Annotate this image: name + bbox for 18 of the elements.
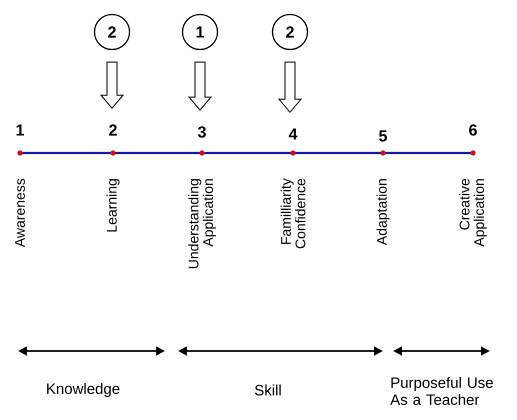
range-label: Knowledge: [47, 383, 120, 397]
scale-number: 1: [16, 124, 24, 136]
stage-label: Learning: [106, 179, 120, 232]
range-label: Purposeful Use As a Teacher: [390, 376, 493, 405]
scale-number: 3: [198, 126, 206, 138]
scale-number: 6: [469, 124, 477, 136]
stage-label: Adaptation: [376, 179, 390, 246]
stage-label: Understanding Application: [188, 179, 216, 268]
stage-label: Familliarity Confidence: [280, 178, 306, 248]
range-label: Skill: [254, 384, 281, 396]
block-arrow: [100, 62, 124, 109]
scale-number: 5: [379, 130, 387, 142]
stage-label: Creative Application: [459, 178, 487, 247]
scale-number: 4: [288, 128, 298, 140]
scale-number: 2: [109, 124, 117, 136]
stage-label: Awareness: [15, 178, 25, 248]
block-arrow: [188, 62, 212, 111]
block-arrow: [278, 62, 302, 114]
